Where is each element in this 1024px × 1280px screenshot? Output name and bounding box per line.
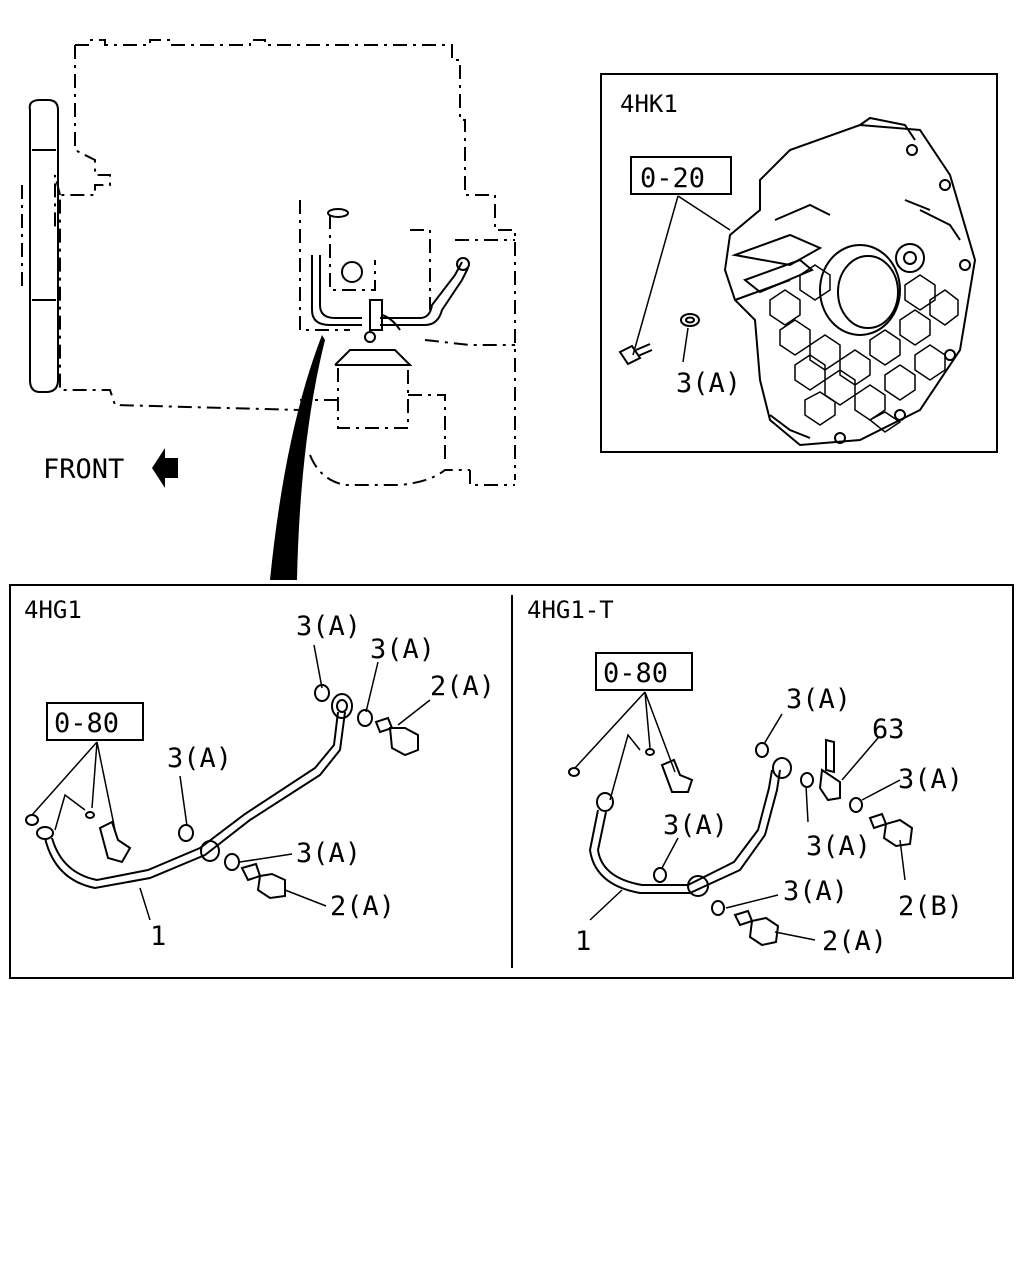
panel-4hg1-code: 0-80 — [54, 708, 119, 739]
hg1-callout-3a-lower: 3(A) — [296, 838, 361, 869]
hg1t-callout-3a-lower: 3(A) — [783, 876, 848, 907]
hg1-callout-2a-lower: 2(A) — [330, 891, 395, 922]
panel-4hk1-title: 4HK1 — [620, 90, 678, 118]
hg1t-callout-2b: 2(B) — [898, 891, 963, 922]
hg1-callout-3a-top: 3(A) — [296, 611, 361, 642]
panel-4hg1t: 4HG1-T 0-80 3(A) — [527, 596, 963, 957]
hg1-callout-3a-upper: 3(A) — [370, 634, 435, 665]
front-arrow-icon — [152, 448, 178, 488]
panel-4hk1-code: 0-20 — [640, 163, 705, 194]
panel-4hk1-washer-callout: 3(A) — [676, 368, 741, 399]
hg1t-callout-pipe: 1 — [575, 926, 591, 957]
panel-4hg1t-title: 4HG1-T — [527, 596, 614, 624]
hg1-callout-pipe: 1 — [150, 921, 166, 952]
panel-4hg1-title: 4HG1 — [24, 596, 82, 624]
hg1t-callout-3a-right: 3(A) — [898, 764, 963, 795]
engine-overview — [21, 39, 516, 580]
bottom-panel-frame — [9, 584, 1014, 979]
panel-4hg1t-code: 0-80 — [603, 658, 668, 689]
hg1-callout-3a-mid: 3(A) — [167, 743, 232, 774]
hg1-callout-2a-upper: 2(A) — [430, 671, 495, 702]
hg1t-callout-2a: 2(A) — [822, 926, 887, 957]
panel-4hg1: 4HG1 0-80 3(A) 3(A) 2(A) — [24, 596, 495, 952]
hg1t-callout-3a-top: 3(A) — [786, 684, 851, 715]
hg1t-callout-63: 63 — [872, 714, 905, 745]
hg1t-callout-3a-center: 3(A) — [806, 831, 871, 862]
panel-4hk1: 4HK1 0-20 3(A) — [600, 73, 998, 453]
front-label: FRONT — [43, 454, 124, 485]
hg1t-callout-3a-mid: 3(A) — [663, 810, 728, 841]
